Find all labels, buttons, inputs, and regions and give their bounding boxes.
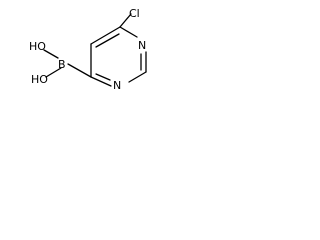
bond-c5-c6-inner — [95, 33, 120, 48]
nitrogen-label-2: N — [113, 79, 121, 92]
structure-diagram: Cl N N B HO HO — [29, 7, 147, 92]
bond-c5-c6 — [90, 26, 121, 45]
chlorine-label: Cl — [129, 7, 140, 20]
bond-c4-b — [67, 63, 92, 78]
hydroxyl-label-bottom: HO — [31, 73, 48, 86]
bond-c6-n1 — [119, 26, 138, 38]
bond-n3-c4 — [90, 76, 112, 87]
bond-b-oh-top — [43, 49, 59, 59]
nitrogen-label-1: N — [138, 39, 146, 52]
bond-n3-c4-inner — [95, 73, 111, 81]
bond-c6-cl — [119, 13, 132, 28]
bond-c2-n3 — [128, 71, 147, 83]
hydroxyl-label-top: HO — [29, 40, 46, 53]
bond-b-oh-bottom — [45, 67, 62, 78]
boron-label: B — [58, 58, 66, 71]
